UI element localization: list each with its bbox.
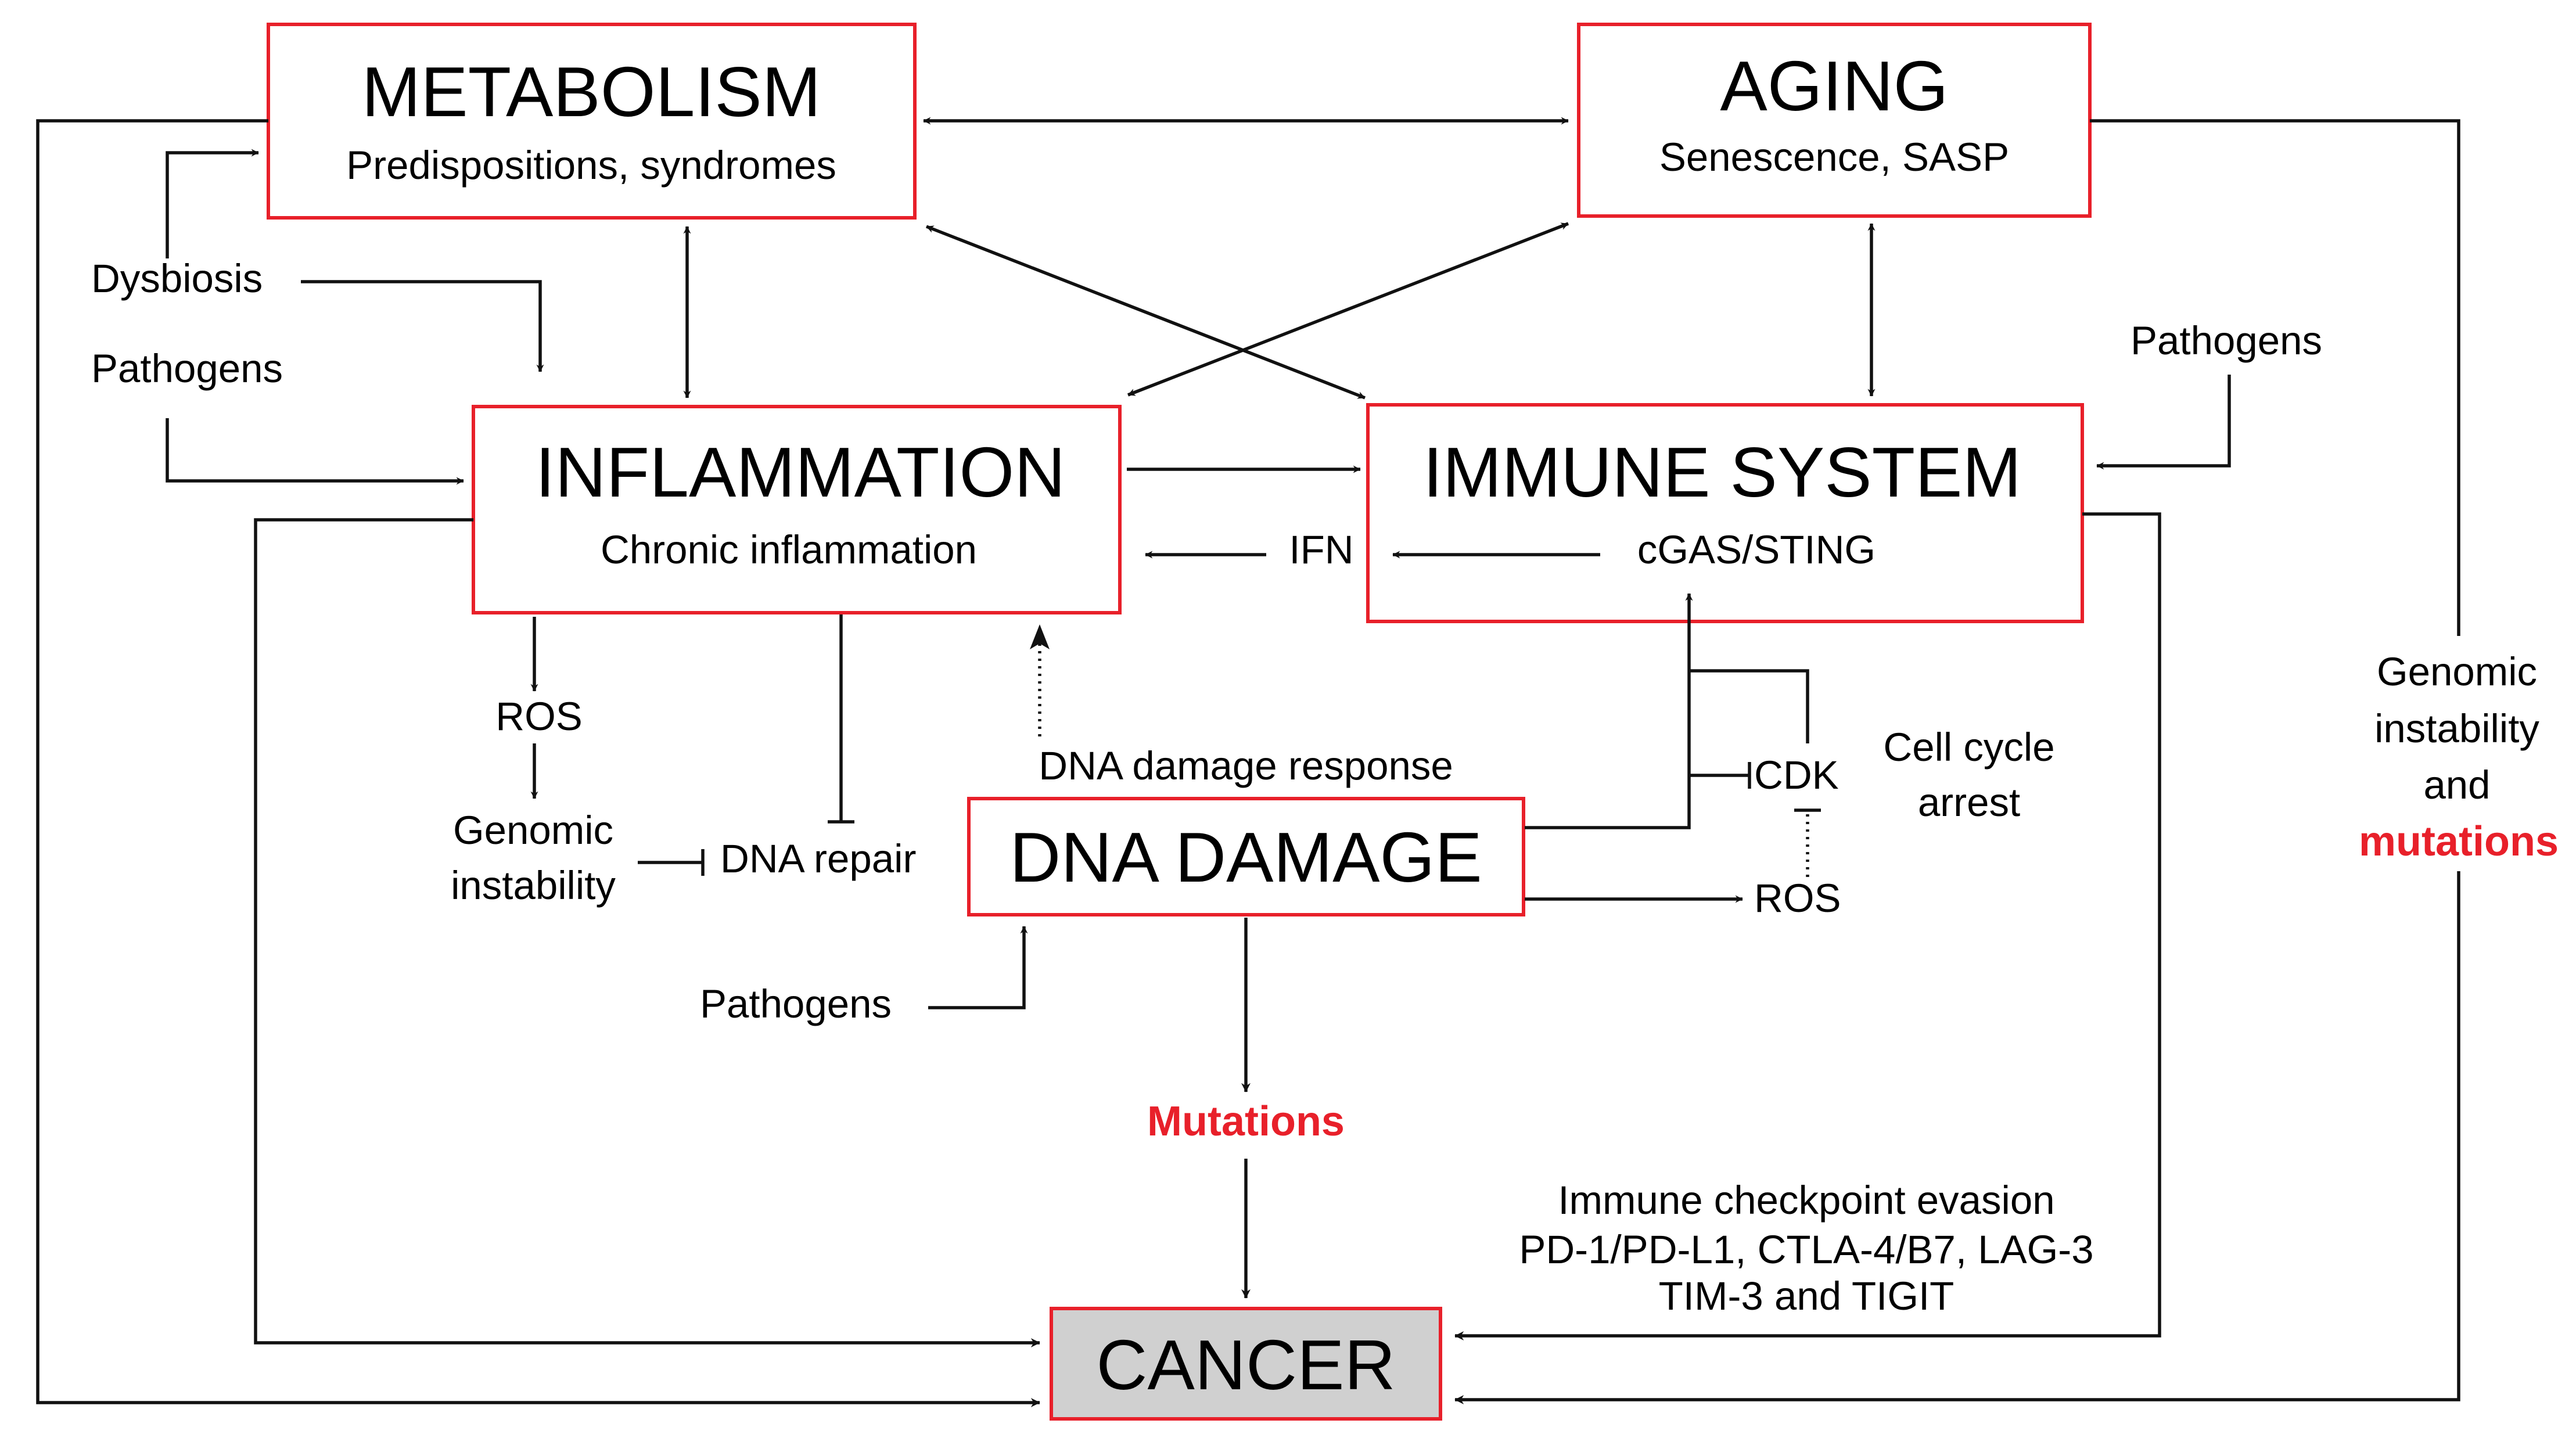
dna-repair-label: DNA repair — [720, 836, 916, 881]
inflammation-title: INFLAMMATION — [536, 433, 1066, 512]
ros-right-label: ROS — [1754, 876, 1841, 921]
immune-system-title: IMMUNE SYSTEM — [1423, 433, 2021, 512]
checkpoint-line2: PD-1/PD-L1, CTLA-4/B7, LAG-3 — [1519, 1227, 2093, 1272]
pathogens-bottom-label: Pathogens — [700, 982, 892, 1026]
genomic-instability-right-line1: Genomic — [2377, 649, 2537, 694]
checkpoint-line3: TIM-3 and TIGIT — [1659, 1274, 1955, 1318]
aging-subtitle: Senescence, SASP — [1659, 135, 2009, 179]
pathogens-immune-arrow — [2096, 375, 2231, 470]
pathogens-left-label: Pathogens — [91, 346, 283, 391]
dysbiosis-arrow — [301, 280, 544, 372]
aging-cancer-arrow — [1454, 871, 2460, 1404]
immune-system-subtitle: cGAS/STING — [1637, 527, 1876, 572]
aging-box: AGING Senescence, SASP — [1577, 23, 2092, 218]
cdk-label: CDK — [1754, 753, 1839, 797]
immune-cancer-arrow — [1454, 512, 2161, 1340]
dna-damage-response-label: DNA damage response — [1039, 743, 1453, 788]
checkpoint-line1: Immune checkpoint evasion — [1558, 1178, 2054, 1223]
mutations-right-label: mutations — [2359, 818, 2559, 865]
pathogens-inflammation-arrow — [166, 418, 464, 485]
inflammation-subtitle: Chronic inflammation — [601, 527, 977, 572]
cgas-cdk-connector — [1689, 669, 1809, 743]
cell-cycle-arrest-line1: Cell cycle — [1883, 725, 2054, 770]
metabolism-immune-arrow — [925, 225, 1366, 400]
genomic-instability-right-line2: instability — [2374, 706, 2539, 751]
metabolism-box: METABOLISM Predispositions, syndromes — [267, 23, 917, 220]
pathogens-right-label: Pathogens — [2131, 318, 2322, 363]
cancer-box: CANCER — [1050, 1307, 1442, 1421]
dna-damage-title: DNA DAMAGE — [1009, 818, 1482, 897]
mutations-label: Mutations — [1147, 1098, 1345, 1145]
ifn-label: IFN — [1289, 527, 1353, 572]
aging-title: AGING — [1720, 46, 1948, 125]
aging-inflammation-arrow — [1127, 222, 1569, 397]
pathogens-dna-damage-arrow — [928, 926, 1028, 1009]
dotted-arrowhead — [1030, 624, 1050, 649]
genomic-instability-left-line2: instability — [451, 863, 616, 908]
metabolism-title: METABOLISM — [362, 52, 821, 131]
aging-cancer-line-top — [2090, 119, 2460, 636]
dna-damage-box: DNA DAMAGE — [967, 797, 1525, 916]
genomic-instability-right-line3: and — [2423, 763, 2490, 807]
immune-system-box: IMMUNE SYSTEM cGAS/STING — [1366, 403, 2084, 623]
ros-left-label: ROS — [495, 694, 583, 739]
metabolism-cancer-arrow — [36, 119, 1040, 1407]
metabolism-subtitle: Predispositions, syndromes — [346, 143, 836, 188]
genomic-instability-left-line1: Genomic — [453, 808, 613, 853]
dna-damage-cgas-arrow — [1525, 593, 1693, 829]
cell-cycle-arrest-line2: arrest — [1918, 780, 2020, 825]
inflammation-cancer-arrow — [254, 518, 1040, 1347]
cancer-title: CANCER — [1096, 1325, 1395, 1404]
dysbiosis-metabolism-arrow — [166, 149, 259, 258]
dysbiosis-label: Dysbiosis — [91, 256, 263, 301]
inflammation-box: INFLAMMATION Chronic inflammation — [472, 405, 1122, 614]
